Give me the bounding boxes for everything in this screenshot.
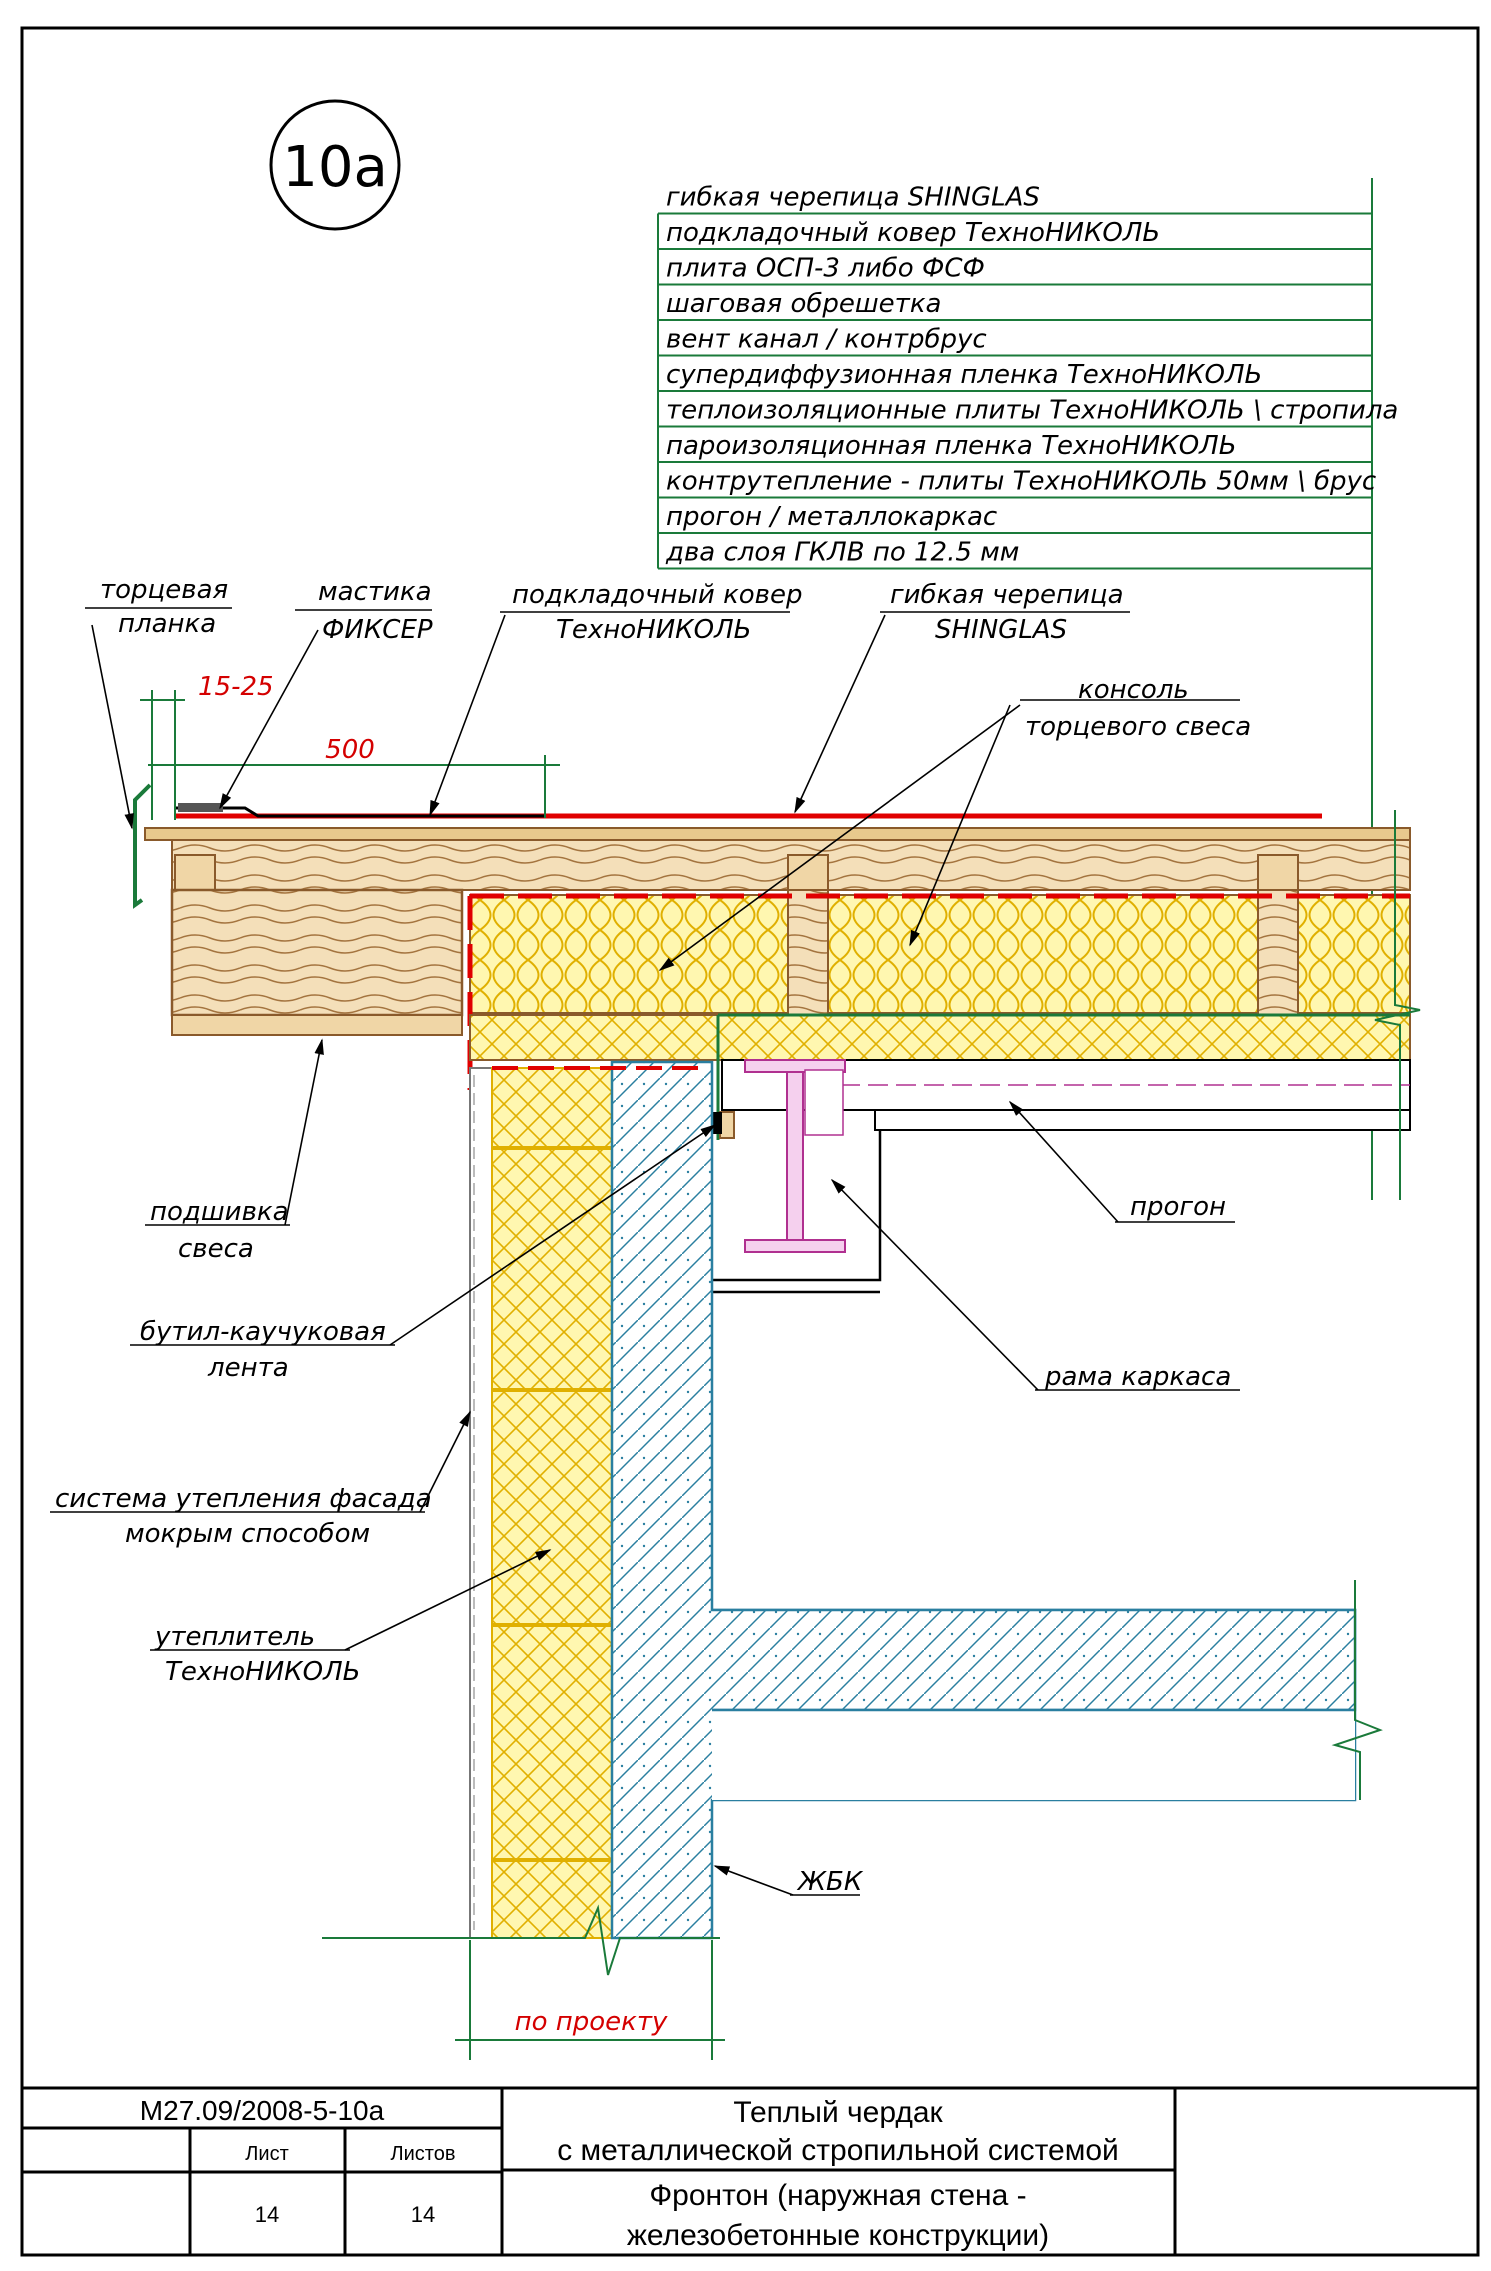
osb-board xyxy=(144,827,1411,841)
title-line-1: Теплый чердак xyxy=(733,2096,943,2129)
layer-label: подкладочный ковер ТехноНИКОЛЬ xyxy=(666,218,1160,248)
mastic-label-2: ФИКСЕР xyxy=(322,615,433,645)
console-label-1: консоль xyxy=(1078,675,1189,705)
layer-label: супердиффузионная пленка ТехноНИКОЛЬ xyxy=(666,360,1262,390)
layer-row: плита ОСП-3 либо ФСФ xyxy=(658,254,1372,286)
layer-label: плита ОСП-3 либо ФСФ xyxy=(666,254,985,284)
frame-profile xyxy=(712,1130,882,1294)
underlay-label-1: подкладочный ковер xyxy=(512,580,803,610)
detail-id: 10a xyxy=(282,135,388,200)
dim-underlay: 500 xyxy=(325,735,375,765)
purlin-label: прогон xyxy=(1130,1192,1226,1222)
break-line-slab xyxy=(1331,1580,1383,1800)
callout-labels: торцевая планка мастика ФИКСЕР подкладоч… xyxy=(55,575,1251,1897)
butyl-tape xyxy=(712,1112,722,1134)
mastic-strip xyxy=(178,803,223,812)
layer-row: супердиффузионная пленка ТехноНИКОЛЬ xyxy=(658,360,1372,392)
layer-label: контрутепление - плиты ТехноНИКОЛЬ 50мм … xyxy=(666,467,1376,497)
butyl-label-2: лента xyxy=(207,1353,289,1383)
sheets-count: 14 xyxy=(411,2202,435,2227)
insulation-label-2: ТехноНИКОЛЬ xyxy=(165,1657,360,1687)
layer-row: контрутепление - плиты ТехноНИКОЛЬ 50мм … xyxy=(658,467,1376,499)
layer-label: два слоя ГКЛВ по 12.5 мм xyxy=(665,538,1019,568)
dim-overlap: 15-25 xyxy=(198,672,274,702)
layer-label: вент канал / контрбрус xyxy=(666,325,987,355)
slab-underside xyxy=(712,1710,1355,1800)
dimensions: 15-25 500 по проекту xyxy=(140,672,725,2060)
rafter-1 xyxy=(787,889,829,1016)
dim-wall: по проекту xyxy=(515,2007,668,2037)
layer-label: шаговая обрешетка xyxy=(666,289,941,319)
underlay-label-2: ТехноНИКОЛЬ xyxy=(556,615,751,645)
concrete-wall xyxy=(610,1060,1357,1940)
roof-section xyxy=(133,783,1421,1294)
drawing-code: М27.09/2008-5-10а xyxy=(140,2095,385,2126)
layer-label: пароизоляционная пленка ТехноНИКОЛЬ xyxy=(666,431,1237,461)
title-block-text: М27.09/2008-5-10а Лист Листов 14 14 Тепл… xyxy=(140,2095,1119,2252)
overhang-console xyxy=(170,888,464,1017)
layer-label: гибкая черепица SHINGLAS xyxy=(666,183,1040,213)
console-label-2: торцевого свеса xyxy=(1025,712,1251,742)
layer-row: гибкая черепица SHINGLAS xyxy=(658,183,1372,215)
layer-row: пароизоляционная пленка ТехноНИКОЛЬ xyxy=(658,431,1372,463)
frame-label: рама каркаса xyxy=(1044,1362,1231,1392)
layer-row: теплоизоляционные плиты ТехноНИКОЛЬ \ ст… xyxy=(658,396,1398,428)
purlin xyxy=(874,1109,1411,1131)
wall-insulation xyxy=(491,1067,613,1939)
break-line-roof xyxy=(1374,810,1421,1200)
batten-1 xyxy=(174,854,216,891)
layer-row: подкладочный ковер ТехноНИКОЛЬ xyxy=(658,218,1372,250)
layer-label: прогон / металлокаркас xyxy=(666,502,997,532)
sheet-number: 14 xyxy=(255,2202,279,2227)
shingles-label-2: SHINGLAS xyxy=(935,615,1067,645)
insulation-anchors xyxy=(492,1146,612,1862)
layer-legend: гибкая черепица SHINGLAS подкладочный ков… xyxy=(657,178,1398,1200)
facade-label-2: мокрым способом xyxy=(125,1519,370,1549)
callouts xyxy=(50,607,1240,1896)
detail-badge: 10a xyxy=(269,99,401,231)
sheets-label: Листов xyxy=(391,2143,456,2165)
butyl-block xyxy=(719,1111,735,1139)
title-line-2: с металлической стропильной системой xyxy=(557,2134,1119,2167)
insulation-label-1: утеплитель xyxy=(154,1622,315,1652)
counter-insulation xyxy=(469,1014,1411,1061)
rafter-insulation xyxy=(469,894,1411,1014)
facade-label-1: система утепления фасада xyxy=(55,1484,432,1514)
shingles-label-1: гибкая черепица xyxy=(890,580,1124,610)
batten-3 xyxy=(1257,854,1299,891)
subtitle-line-1: Фронтон (наружная стена - xyxy=(649,2179,1026,2212)
sheet-label: Лист xyxy=(245,2143,288,2165)
concrete-slab xyxy=(712,1608,1357,1712)
steel-frame xyxy=(744,1059,846,1253)
subtitle-line-2: железобетонные конструкции) xyxy=(627,2219,1049,2252)
soffit-label-1: подшивка xyxy=(150,1197,289,1227)
soffit-label-2: свеса xyxy=(178,1234,254,1264)
soffit-board xyxy=(171,1014,463,1036)
layer-row: шаговая обрешетка xyxy=(658,289,1372,321)
end-strip-label-2: планка xyxy=(118,609,216,639)
layer-label: теплоизоляционные плиты ТехноНИКОЛЬ \ ст… xyxy=(666,396,1398,426)
butyl-label-1: бутил-каучуковая xyxy=(140,1317,386,1347)
sheet-frame xyxy=(20,26,1480,2257)
break-line-wall xyxy=(322,1904,720,1976)
layer-row: прогон / металлокаркас xyxy=(658,502,1372,534)
end-strip xyxy=(133,783,152,909)
wall-section xyxy=(322,1060,1383,1976)
layer-row: вент канал / контрбрус xyxy=(658,325,1372,357)
concrete-label: ЖБК xyxy=(796,1867,864,1897)
layer-row: два слоя ГКЛВ по 12.5 мм xyxy=(658,538,1372,570)
end-strip-label-1: торцевая xyxy=(100,575,228,605)
rafter-2 xyxy=(1257,889,1299,1016)
facade-render xyxy=(469,1067,493,1939)
title-block xyxy=(22,2086,1478,2255)
mastic-label-1: мастика xyxy=(318,577,432,607)
